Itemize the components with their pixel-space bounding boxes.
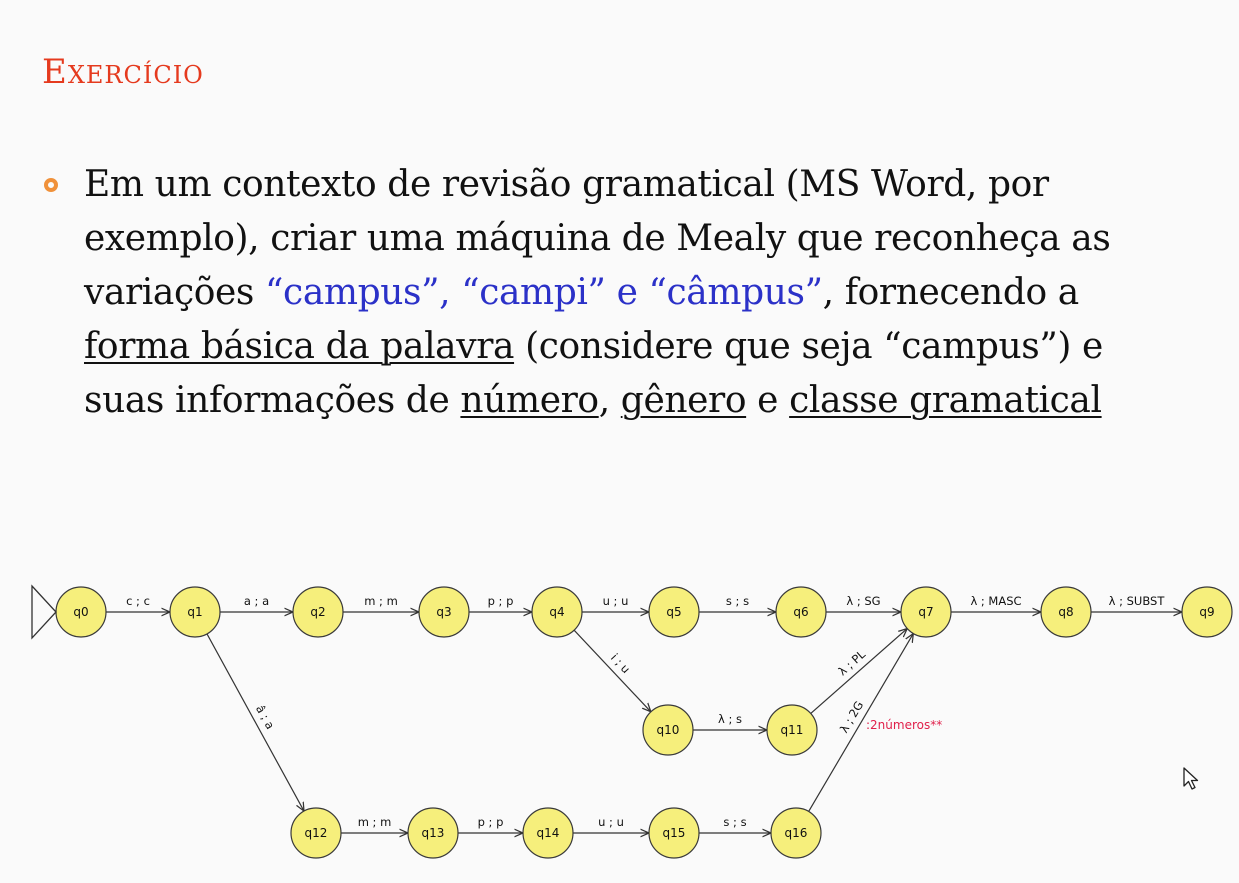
state-q13: q13 bbox=[407, 807, 459, 859]
state-label: q0 bbox=[73, 605, 88, 619]
underlined-grammatical-class: classe gramatical bbox=[789, 380, 1102, 421]
state-circle bbox=[1040, 586, 1092, 638]
state-circle bbox=[648, 586, 700, 638]
state-label: q10 bbox=[657, 723, 680, 737]
bullet-circle-icon bbox=[44, 178, 58, 192]
state-label: q8 bbox=[1058, 605, 1073, 619]
state-label: q11 bbox=[781, 723, 804, 737]
state-q0: q0 bbox=[55, 586, 107, 638]
start-state-triangle-icon bbox=[31, 584, 57, 640]
transition-label: s ; s bbox=[723, 815, 746, 829]
state-circle bbox=[292, 586, 344, 638]
state-circle bbox=[642, 704, 694, 756]
state-q12: q12 bbox=[290, 807, 342, 859]
state-label: q9 bbox=[1199, 605, 1214, 619]
transition-q16-q7 bbox=[808, 634, 914, 812]
state-circle bbox=[900, 586, 952, 638]
transition-label: c ; c bbox=[126, 594, 150, 608]
state-q14: q14 bbox=[522, 807, 574, 859]
transition-label: λ ; SUBST bbox=[1109, 594, 1166, 608]
bullet-text: Em um contexto de revisão gramatical (MS… bbox=[84, 158, 1156, 428]
transition-q11-q7 bbox=[810, 629, 907, 714]
state-q6: q6 bbox=[775, 586, 827, 638]
underlined-number: número bbox=[460, 380, 599, 421]
transition-label: m ; m bbox=[358, 815, 392, 829]
state-label: q6 bbox=[793, 605, 808, 619]
bullet-point: Em um contexto de revisão gramatical (MS… bbox=[36, 158, 1156, 428]
state-label: q12 bbox=[305, 826, 328, 840]
transition-label: s ; s bbox=[726, 594, 749, 608]
state-label: q7 bbox=[918, 605, 933, 619]
state-circle bbox=[770, 807, 822, 859]
state-circle bbox=[1181, 586, 1233, 638]
state-q2: q2 bbox=[292, 586, 344, 638]
state-q16: q16 bbox=[770, 807, 822, 859]
transition-label: m ; m bbox=[364, 594, 398, 608]
state-circle bbox=[775, 586, 827, 638]
state-circle bbox=[418, 586, 470, 638]
state-q8: q8 bbox=[1040, 586, 1092, 638]
transition-label: λ ; s bbox=[718, 712, 742, 726]
transition-label: â ; a bbox=[253, 703, 277, 732]
transition-label: u ; u bbox=[598, 815, 624, 829]
state-circle bbox=[169, 586, 221, 638]
state-q7: q7 bbox=[900, 586, 952, 638]
transition-label: λ ; 2G bbox=[837, 699, 866, 736]
transition-label: λ ; PL bbox=[835, 647, 868, 679]
bullet-text-part: (considere que seja “campus”) e suas inf… bbox=[84, 326, 1103, 421]
transition-label: λ ; MASC bbox=[970, 594, 1021, 608]
state-circle bbox=[290, 807, 342, 859]
bullet-text-part: , bbox=[598, 380, 621, 421]
state-label: q5 bbox=[666, 605, 681, 619]
state-circle bbox=[531, 586, 583, 638]
state-q11: q11 bbox=[766, 704, 818, 756]
annotation-note: :2números** bbox=[866, 718, 943, 732]
state-circle bbox=[522, 807, 574, 859]
mouse-cursor-icon bbox=[1182, 766, 1202, 798]
state-label: q14 bbox=[537, 826, 560, 840]
transition-label: p ; p bbox=[488, 594, 514, 608]
state-q3: q3 bbox=[418, 586, 470, 638]
transition-label: i ; u bbox=[608, 651, 633, 676]
state-q15: q15 bbox=[648, 807, 700, 859]
state-label: q4 bbox=[549, 605, 564, 619]
transition-label: a ; a bbox=[244, 594, 269, 608]
state-label: q1 bbox=[187, 605, 202, 619]
transition-label: λ ; SG bbox=[846, 594, 880, 608]
bullet-text-part: Em um contexto de revisão gramatical (MS… bbox=[84, 164, 1111, 313]
slide-title: Exercício bbox=[42, 52, 204, 92]
state-label: q2 bbox=[310, 605, 325, 619]
state-q9: q9 bbox=[1181, 586, 1233, 638]
state-circle bbox=[766, 704, 818, 756]
transition-q1-q12 bbox=[206, 633, 304, 811]
transition-label: u ; u bbox=[603, 594, 629, 608]
state-q5: q5 bbox=[648, 586, 700, 638]
state-label: q15 bbox=[663, 826, 686, 840]
bullet-text-part: e bbox=[746, 380, 790, 421]
state-q1: q1 bbox=[169, 586, 221, 638]
state-circle bbox=[407, 807, 459, 859]
state-label: q3 bbox=[436, 605, 451, 619]
bullet-text-part: , fornecendo a bbox=[822, 272, 1080, 313]
underlined-basic-form: forma básica da palavra bbox=[84, 326, 515, 367]
transition-label: p ; p bbox=[478, 815, 504, 829]
state-q10: q10 bbox=[642, 704, 694, 756]
state-q4: q4 bbox=[531, 586, 583, 638]
state-label: q16 bbox=[785, 826, 808, 840]
transition-q4-q10 bbox=[573, 629, 651, 712]
state-circle bbox=[648, 807, 700, 859]
underlined-gender: gênero bbox=[620, 380, 747, 421]
quoted-words: “campus”, “campi” e “câmpus” bbox=[265, 272, 823, 313]
state-label: q13 bbox=[422, 826, 445, 840]
